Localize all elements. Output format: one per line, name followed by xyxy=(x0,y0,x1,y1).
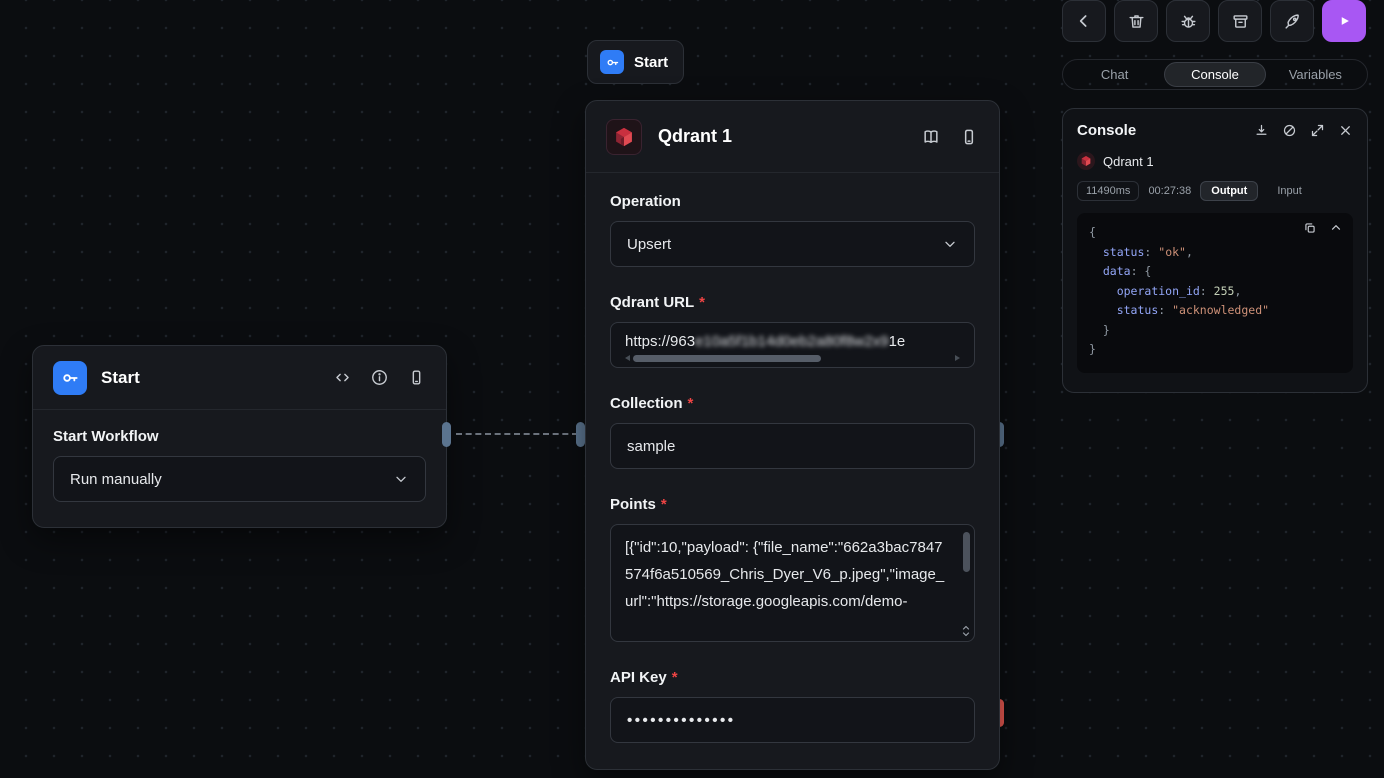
url-suffix: 1e xyxy=(888,333,906,350)
qdrant-url-label: Qdrant URL * xyxy=(610,294,706,311)
tab-chat[interactable]: Chat xyxy=(1100,67,1129,82)
scroll-right-arrow-icon[interactable] xyxy=(955,355,960,361)
collection-input-value: sample xyxy=(627,437,676,455)
scroll-left-arrow-icon[interactable] xyxy=(625,355,630,361)
output-tab[interactable]: Output xyxy=(1200,181,1259,201)
qdrant-logo-icon xyxy=(606,118,642,155)
operation-select-value: Upsert xyxy=(627,235,672,253)
copy-icon[interactable] xyxy=(1303,221,1317,235)
url-prefix: https://963 xyxy=(625,333,696,350)
mobile-device-icon[interactable] xyxy=(959,127,979,147)
chevron-down-icon xyxy=(393,471,409,487)
url-horizontal-scrollbar[interactable] xyxy=(625,354,960,363)
top-toolbar xyxy=(1062,0,1368,42)
required-marker: * xyxy=(687,395,694,412)
start-workflow-label: Start Workflow xyxy=(53,428,159,445)
close-icon[interactable] xyxy=(1338,123,1353,138)
start-chip-label: Start xyxy=(634,53,669,71)
trigger-select[interactable]: Run manually xyxy=(53,456,426,502)
operation-select[interactable]: Upsert xyxy=(610,221,975,267)
start-node-title: Start xyxy=(101,367,140,387)
back-button[interactable] xyxy=(1062,0,1106,42)
url-scrollbar-thumb[interactable] xyxy=(633,355,821,362)
start-chip-node[interactable]: Start xyxy=(587,40,684,84)
url-obscured-text: e10a5f1b14d0eb2a80f8w2x9 xyxy=(695,333,889,350)
debug-button[interactable] xyxy=(1166,0,1210,42)
api-key-masked-value: •••••••••••••• xyxy=(627,711,736,729)
api-key-input[interactable]: •••••••••••••• xyxy=(610,697,975,743)
console-title: Console xyxy=(1077,122,1137,139)
qdrant-node[interactable]: Qdrant 1 Operation Upsert xyxy=(585,100,1000,770)
expand-icon[interactable] xyxy=(1310,123,1325,138)
duration-badge: 11490ms xyxy=(1077,181,1140,201)
tab-variables[interactable]: Variables xyxy=(1288,67,1342,82)
input-tab[interactable]: Input xyxy=(1277,185,1302,197)
collapse-chevron-up-icon[interactable] xyxy=(1329,221,1343,235)
console-panel: Console Qdrant 1 11490ms xyxy=(1062,108,1368,393)
panel-tabbar: Chat Console Variables xyxy=(1062,59,1368,90)
connection-edge xyxy=(456,433,578,435)
download-icon[interactable] xyxy=(1254,123,1269,138)
code-icon[interactable] xyxy=(333,368,352,387)
console-output-code: { status: "ok", data: { operation_id: 25… xyxy=(1089,225,1270,356)
qdrant-input-handle[interactable] xyxy=(576,422,585,447)
start-node-header: Start xyxy=(33,346,446,410)
start-key-icon xyxy=(600,50,624,74)
qdrant-node-title: Qdrant 1 xyxy=(658,126,733,146)
docs-book-icon[interactable] xyxy=(921,127,941,147)
start-output-handle[interactable] xyxy=(442,422,451,447)
points-textarea-value: [{"id":10,"payload": {"file_name":"662a3… xyxy=(625,539,945,610)
points-textarea[interactable]: [{"id":10,"payload": {"file_name":"662a3… xyxy=(610,524,975,642)
points-scroll-stepper-icon[interactable] xyxy=(960,624,972,638)
points-label: Points * xyxy=(610,496,667,513)
collection-input[interactable]: sample xyxy=(610,423,975,469)
required-marker: * xyxy=(699,294,706,311)
mobile-device-icon[interactable] xyxy=(407,368,426,387)
run-play-button[interactable] xyxy=(1322,0,1366,42)
chevron-down-icon xyxy=(942,236,958,252)
points-scrollbar-thumb[interactable] xyxy=(963,532,970,572)
required-marker: * xyxy=(671,669,678,686)
console-output-block: { status: "ok", data: { operation_id: 25… xyxy=(1077,213,1353,373)
delete-button[interactable] xyxy=(1114,0,1158,42)
ship-rocket-button[interactable] xyxy=(1270,0,1314,42)
timestamp-text: 00:27:38 xyxy=(1148,185,1192,197)
console-node-name: Qdrant 1 xyxy=(1103,153,1154,169)
trigger-select-value: Run manually xyxy=(70,470,162,488)
tab-console[interactable]: Console xyxy=(1164,62,1266,87)
required-marker: * xyxy=(660,496,667,513)
info-icon[interactable] xyxy=(370,368,389,387)
api-key-label: API Key * xyxy=(610,669,678,686)
qdrant-logo-icon xyxy=(1077,152,1095,170)
archive-button[interactable] xyxy=(1218,0,1262,42)
start-key-icon xyxy=(53,360,87,395)
collection-label: Collection * xyxy=(610,395,694,412)
operation-label: Operation xyxy=(610,193,681,210)
qdrant-node-header: Qdrant 1 xyxy=(586,101,999,173)
clear-console-icon[interactable] xyxy=(1282,123,1297,138)
start-node[interactable]: Start Start Workflow Run manually xyxy=(32,345,447,528)
